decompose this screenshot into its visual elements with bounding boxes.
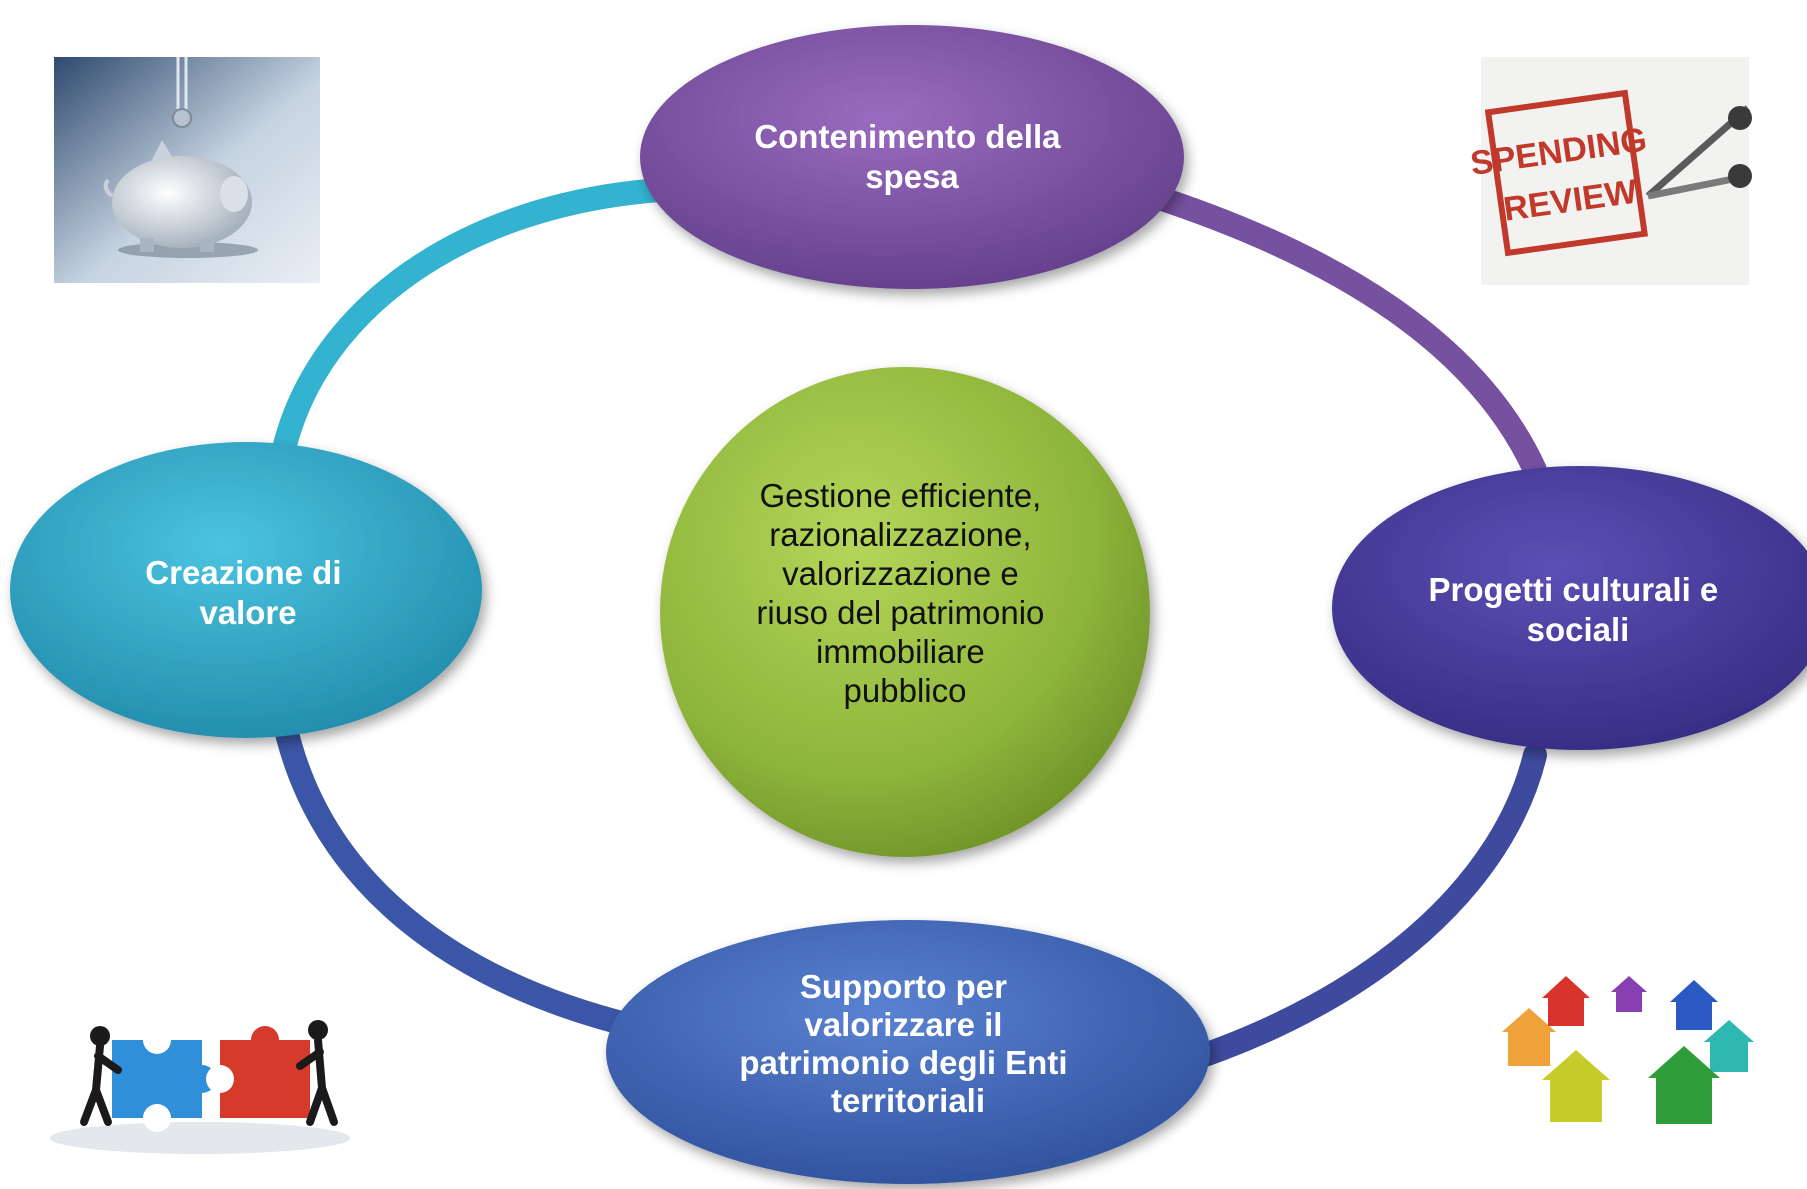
house-icon: [1670, 980, 1718, 1030]
ring-arc-top-left: [273, 178, 672, 457]
house-icon: [1502, 1008, 1556, 1066]
node-bottom-ellipse: [606, 920, 1210, 1184]
house-icon: [1648, 1046, 1720, 1124]
spending-review-scissors-icon: SPENDING REVIEW: [1468, 57, 1752, 285]
node-right: Progetti culturali e sociali: [1332, 466, 1807, 750]
svg-text:Contenimento della spesa: Contenimento della spesa: [754, 118, 1069, 195]
center-circle: [660, 367, 1150, 857]
colored-houses-icon: [1502, 976, 1754, 1124]
center-text-line: riuso del patrimonio: [756, 594, 1044, 631]
node-top-label: spesa: [865, 158, 959, 195]
node-right-ellipse: [1332, 466, 1807, 750]
house-icon: [1704, 1020, 1754, 1072]
node-left-ellipse: [10, 442, 482, 738]
node-right-label: sociali: [1527, 611, 1630, 648]
ring-arc-top-right: [1138, 183, 1547, 482]
center-node: Gestione efficiente, razionalizzazione, …: [660, 367, 1150, 857]
node-bottom-label: valorizzare il: [804, 1006, 1002, 1043]
ring-arc-bottom-right: [1163, 743, 1547, 1077]
node-left-label: valore: [199, 594, 296, 631]
node-right-label: Progetti culturali e: [1429, 571, 1719, 608]
center-text-line: Gestione efficiente,: [759, 477, 1041, 514]
svg-text:Creazione di valore: Creazione di valore: [145, 554, 350, 631]
house-icon: [1542, 976, 1590, 1026]
node-bottom: Supporto per valorizzare il patrimonio d…: [606, 920, 1210, 1184]
node-top-label: Contenimento della: [754, 118, 1061, 155]
center-text-line: valorizzazione e: [782, 555, 1019, 592]
node-left: Creazione di valore: [10, 442, 482, 738]
center-text-line: pubblico: [844, 672, 967, 709]
center-text-line: razionalizzazione,: [769, 516, 1031, 553]
house-icon: [1611, 976, 1647, 1012]
node-top-ellipse: [640, 25, 1184, 289]
node-bottom-label: patrimonio degli Enti: [739, 1044, 1067, 1081]
center-text-line: immobiliare: [816, 633, 985, 670]
house-icon: [1542, 1050, 1610, 1122]
node-left-label: Creazione di: [145, 554, 341, 591]
node-bottom-label: Supporto per: [800, 968, 1007, 1005]
svg-text:Gestione efficiente, raz: Gestione efficiente, razionalizzazione, …: [756, 477, 1053, 709]
node-top: Contenimento della spesa: [640, 25, 1184, 289]
node-bottom-label: territoriali: [831, 1082, 985, 1119]
cycle-ring: [273, 178, 1547, 1077]
ring-arc-bottom-left: [273, 713, 662, 1042]
svg-text:Supporto per valorizzare: Supporto per valorizzare il patrimonio d…: [739, 968, 1076, 1119]
svg-text:Progetti culturali e soc: Progetti culturali e sociali: [1429, 571, 1728, 648]
puzzle-people-icon: [50, 1020, 350, 1154]
piggy-bank-icon: [54, 57, 320, 283]
